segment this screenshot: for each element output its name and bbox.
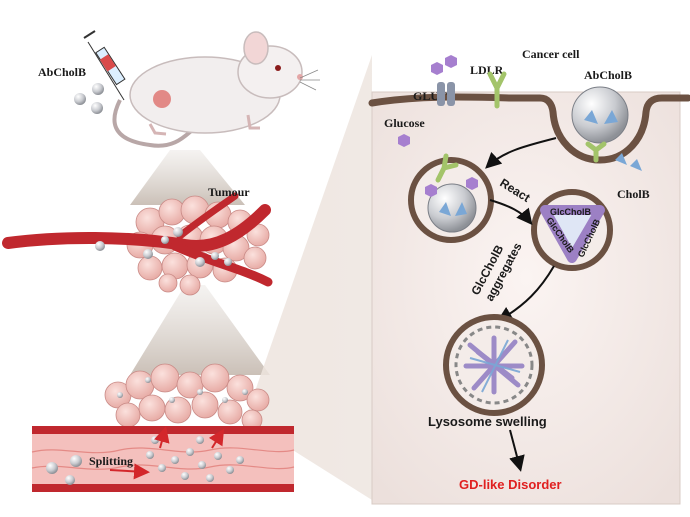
mouse-illustration [112,31,320,148]
lysosome-reaction [531,189,613,271]
cholb-molecules [615,153,642,171]
drug-nanoparticles [74,83,104,114]
tumour-illustration [2,192,273,296]
endosome [408,153,494,243]
zoom-cone-mouse-to-tumour [130,150,245,205]
zoom-cone-tumour-to-vessel [130,285,270,375]
arrow-react [489,199,533,226]
glut1-transporter [437,82,455,106]
lysosome-swelling-label: Lysosome swelling [428,414,547,429]
swollen-lysosome [443,314,545,416]
glucose-molecules [398,55,457,147]
ldlr-receptor [487,71,507,109]
cancer-cell-panel [371,91,681,505]
ldlr-label: LDLR [470,63,504,77]
cell-membrane [368,93,690,164]
arrow-to-disorder [509,429,525,472]
syringe-icon [83,30,126,101]
vessel-cross-section [31,363,295,492]
tumour-label: Tumour [208,185,250,199]
glucose-label: Glucose [384,116,425,130]
cholb-label: CholB [617,187,650,201]
zoom-cone-to-cell [245,55,372,500]
cancer-cell-label: Cancer cell [522,47,580,61]
gd-like-disorder-label: GD-like Disorder [459,477,562,492]
glccholb-label-top: GlcCholB [550,207,592,217]
splitting-label: Splitting [89,454,133,468]
arrow-endocytosis [485,137,557,169]
abcholb-cell-label: AbCholB [584,68,632,82]
abcholb-particle-membrane [571,86,629,163]
drug-name-label: AbCholB [38,65,86,79]
